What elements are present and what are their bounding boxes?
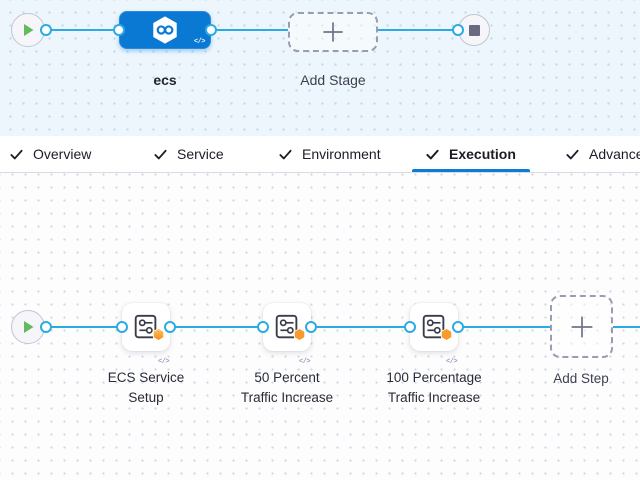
run-execution-button[interactable]	[11, 310, 45, 344]
stage-edge	[46, 29, 120, 31]
connector-port[interactable]	[256, 320, 269, 333]
step-edge	[170, 326, 263, 328]
connector-port[interactable]	[163, 320, 176, 333]
step-edge	[613, 326, 640, 328]
stop-icon	[468, 24, 480, 36]
code-icon[interactable]: </>	[158, 358, 170, 366]
step-edge	[458, 326, 550, 328]
run-pipeline-button[interactable]	[11, 13, 45, 47]
connector-port[interactable]	[115, 320, 128, 333]
check-icon	[154, 149, 167, 159]
stage-config-tabbar: Overview Service Environment Execution A…	[0, 136, 640, 173]
check-icon	[566, 149, 579, 159]
connector-port[interactable]	[39, 23, 52, 36]
step-name-line: 50 Percent	[254, 370, 320, 385]
step-name-line: 100 Percentage	[386, 370, 482, 385]
tab-label: Overview	[33, 146, 92, 162]
check-icon	[426, 149, 439, 159]
play-icon	[23, 24, 33, 36]
tab-service[interactable]: Service	[153, 136, 224, 172]
step-name-line: Setup	[128, 390, 164, 405]
harness-cd-stage-icon	[153, 16, 177, 44]
step-edge	[46, 326, 122, 328]
plus-icon	[323, 22, 343, 42]
stage-name-label: ecs	[153, 72, 177, 88]
tab-label: Advanced	[589, 146, 640, 162]
connector-port[interactable]	[204, 23, 217, 36]
tab-label: Environment	[302, 146, 381, 162]
step-node-ecs-service-setup[interactable]	[122, 303, 170, 351]
step-config-icon	[134, 314, 157, 339]
plus-icon	[570, 315, 593, 338]
connector-port[interactable]	[403, 320, 416, 333]
stage-graph-canvas[interactable]: </> ecs Add Stage	[0, 0, 640, 136]
add-step-label: Add Step	[553, 371, 609, 386]
add-step-button[interactable]	[550, 295, 613, 358]
play-icon	[23, 321, 33, 333]
stage-node-ecs[interactable]: </>	[119, 11, 211, 49]
aws-hexagon-badge-icon	[440, 328, 453, 346]
stage-edge	[211, 29, 288, 31]
tab-label: Service	[177, 146, 224, 162]
add-stage-button[interactable]	[288, 12, 378, 52]
connector-port[interactable]	[39, 320, 52, 333]
step-node-100-percentage-traffic-increase[interactable]	[410, 303, 458, 351]
tab-environment[interactable]: Environment	[278, 136, 381, 172]
code-icon[interactable]: </>	[446, 358, 458, 366]
tab-label: Execution	[449, 146, 516, 162]
step-config-icon	[275, 314, 298, 339]
stage-edge	[378, 29, 454, 31]
step-node-50-percent-traffic-increase[interactable]	[263, 303, 311, 351]
step-name-label: 100 Percentage Traffic Increase	[359, 368, 509, 408]
step-name-label: ECS Service Setup	[71, 368, 221, 408]
aws-hexagon-badge-icon	[152, 328, 165, 346]
step-config-icon	[422, 314, 445, 339]
execution-graph-canvas[interactable]: </> </>	[0, 173, 640, 480]
aws-hexagon-badge-icon	[293, 328, 306, 346]
connector-port[interactable]	[451, 320, 464, 333]
code-icon[interactable]: </>	[299, 358, 311, 366]
connector-port[interactable]	[112, 23, 125, 36]
tab-execution[interactable]: Execution	[425, 136, 516, 172]
check-icon	[10, 149, 23, 159]
step-name-line: Traffic Increase	[387, 390, 481, 405]
connector-port[interactable]	[304, 320, 317, 333]
check-icon	[279, 149, 292, 159]
active-tab-underline	[412, 169, 530, 172]
step-edge	[311, 326, 410, 328]
step-name-label: 50 Percent Traffic Increase	[212, 368, 362, 408]
add-stage-label: Add Stage	[300, 72, 366, 88]
step-name-line: Traffic Increase	[240, 390, 334, 405]
step-name-line: ECS Service	[107, 370, 185, 385]
connector-port[interactable]	[451, 23, 464, 36]
tab-overview[interactable]: Overview	[9, 136, 91, 172]
code-icon[interactable]: </>	[193, 38, 206, 46]
tab-advanced[interactable]: Advanced	[565, 136, 640, 172]
